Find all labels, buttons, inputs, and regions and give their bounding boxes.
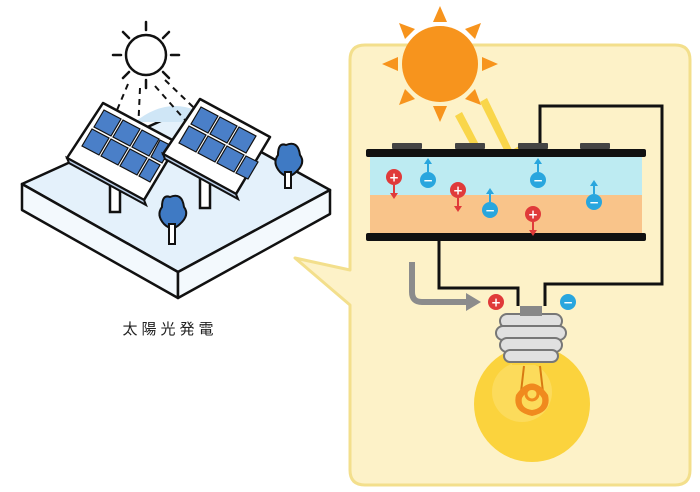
tree-icon xyxy=(274,142,304,189)
electron-icon: − xyxy=(586,180,602,210)
electron-icon: − xyxy=(420,158,436,188)
top-electrodes xyxy=(392,143,610,149)
bottom-plate xyxy=(366,233,646,241)
current-flow-arrow xyxy=(409,262,481,311)
light-bulb-icon xyxy=(474,306,590,462)
svg-text:−: − xyxy=(423,174,433,188)
solar-panel-icon xyxy=(65,101,180,208)
svg-text:+: + xyxy=(491,296,501,310)
hole-icon: + xyxy=(488,294,504,310)
hole-icon: + xyxy=(525,206,541,236)
filament xyxy=(524,386,540,402)
top-plate xyxy=(366,149,646,157)
svg-text:−: − xyxy=(589,196,599,210)
hole-icon: + xyxy=(386,169,402,199)
electron-icon: − xyxy=(482,188,498,218)
svg-text:−: − xyxy=(485,204,495,218)
n-type-layer xyxy=(370,157,642,195)
electron-icon: − xyxy=(560,294,576,310)
sun-icon xyxy=(382,6,498,122)
svg-text:−: − xyxy=(563,296,573,310)
svg-text:+: + xyxy=(389,171,399,185)
svg-text:+: + xyxy=(528,208,538,222)
solar-panel-icon xyxy=(161,97,272,202)
tree-icon xyxy=(158,194,188,245)
caption-solar-power: 太陽光発電 xyxy=(122,320,218,338)
svg-text:−: − xyxy=(533,174,543,188)
svg-text:+: + xyxy=(453,184,463,198)
solar-cell xyxy=(366,149,646,241)
electron-icon: − xyxy=(530,158,546,188)
charges-layer: + − + − − + − xyxy=(386,158,602,236)
circuit-wire xyxy=(437,104,664,306)
terminal-charges: +− xyxy=(488,294,576,310)
sun-icon xyxy=(111,20,181,90)
solar-farm-illustration xyxy=(20,20,332,300)
hole-icon: + xyxy=(450,182,466,212)
